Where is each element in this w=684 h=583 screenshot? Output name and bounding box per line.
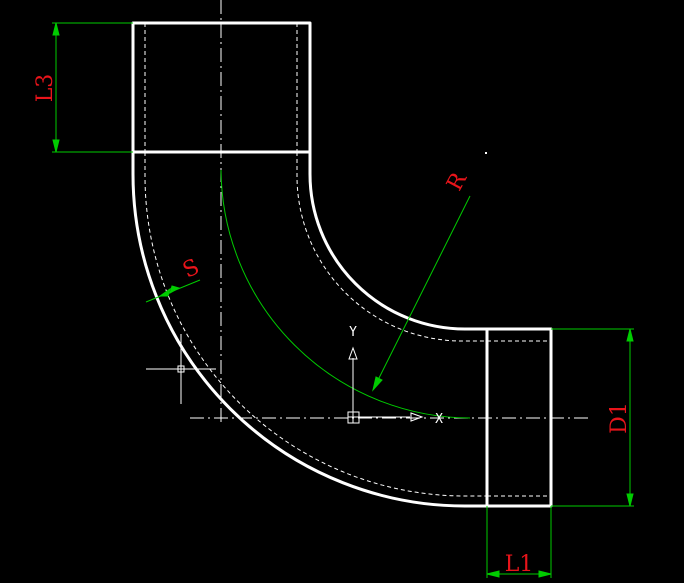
center-lines: [190, 0, 590, 425]
stray-dot: [485, 152, 487, 154]
r-arrow: [372, 376, 383, 392]
dimension-l1: [486, 506, 552, 578]
elbow-hidden-inner-arc: [296, 152, 487, 342]
d1-arrow-top: [626, 328, 634, 342]
elbow-outer-arc: [131, 152, 487, 508]
dimension-l3: [52, 22, 133, 153]
crosshair-cursor[interactable]: [146, 334, 216, 404]
right-flange: [485, 327, 553, 508]
dimension-r: [372, 195, 471, 392]
ucs-icon: [347, 346, 424, 424]
elbow-outline: [131, 21, 553, 508]
elbow-inner-arc: [308, 152, 487, 331]
dimension-d1: [551, 328, 634, 507]
l3-arrow-top: [52, 22, 60, 36]
d1-label: D1: [607, 402, 632, 434]
hidden-inner-walls: [144, 23, 551, 497]
l1-arrow-left: [486, 570, 500, 578]
ucs-y-arrow: [348, 346, 358, 360]
l3-label: L3: [33, 74, 58, 103]
l1-label: L1: [505, 552, 534, 577]
s-label: S: [179, 255, 203, 284]
s-arrow-inner: [169, 285, 181, 295]
s-arrow-outer: [158, 287, 171, 297]
r-label: R: [442, 168, 473, 196]
ucs-y-label: Y: [349, 325, 357, 340]
l1-arrow-right: [538, 570, 552, 578]
top-flange: [131, 21, 312, 154]
d1-arrow-bottom: [626, 493, 634, 507]
bend-centerline-arc: [220, 169, 471, 419]
r-dimension-line: [372, 195, 471, 391]
elbow-hidden-outer-arc: [144, 152, 487, 497]
ucs-x-label: X: [435, 412, 443, 427]
ucs-x-arrow: [410, 412, 424, 422]
l3-arrow-bottom: [52, 139, 60, 153]
dimension-s: [145, 279, 201, 303]
crosshair-pickbox: [177, 365, 185, 373]
